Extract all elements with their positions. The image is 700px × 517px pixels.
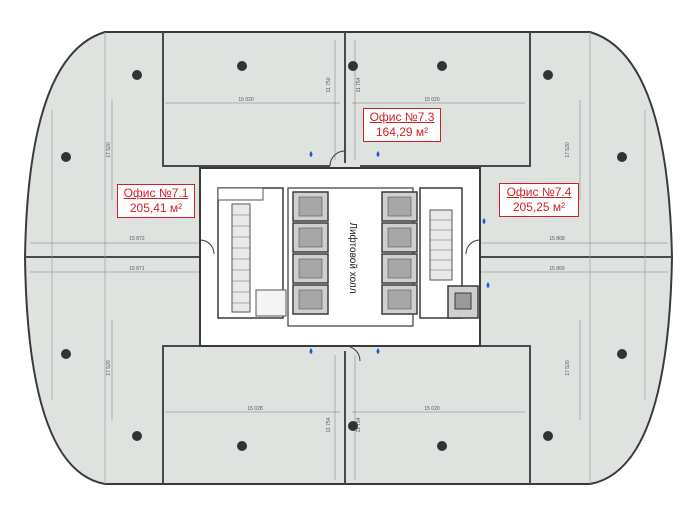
elevators [292, 191, 418, 315]
dim-bottom-left: 15 028 [247, 406, 263, 412]
dim-left-b: 15 871 [129, 266, 145, 272]
dim-bottom-center-left: 11 754 [326, 417, 332, 432]
office-area: 205,41 м² [129, 201, 183, 215]
dim-bottom-center-right: 11 754 [356, 417, 362, 432]
door-openings [199, 150, 481, 362]
lift-hall-label: Лифтовой холл [347, 222, 359, 293]
dim-bottom-right: 15 020 [424, 406, 440, 412]
dimension-labels: 15 020 15 020 15 028 15 020 15 872 15 87… [106, 77, 571, 432]
dim-right-b: 15 869 [549, 266, 565, 272]
elevator-car [381, 191, 418, 222]
office-label-7-3[interactable]: Офис №7.3 164,29 м² [363, 108, 441, 142]
office-area: 164,29 м² [375, 125, 429, 139]
elevator-car [292, 253, 329, 284]
building-core [199, 167, 481, 347]
elevator-car [381, 253, 418, 284]
elevator-car [381, 222, 418, 253]
structural-columns [61, 61, 627, 451]
elevator-car [381, 284, 418, 315]
dim-top-center-right: 11 754 [356, 77, 362, 92]
office-label-7-1[interactable]: Офис №7.1 205,41 м² [117, 184, 195, 218]
office-name: Офис №7.3 [369, 110, 435, 124]
elevator-car [292, 191, 329, 222]
elevator-car [292, 284, 329, 315]
dim-left-upper: 17 520 [106, 142, 112, 158]
elevator-car [292, 222, 329, 253]
office-name: Офис №7.4 [506, 185, 572, 199]
office-area: 205,25 м² [512, 200, 566, 214]
dim-left-lower: 17 520 [106, 360, 112, 376]
dim-top-left: 15 020 [238, 97, 254, 103]
dim-left-a: 15 872 [129, 236, 145, 242]
curtain-wall-ribs [51, 32, 646, 484]
dim-right-a: 15 868 [549, 236, 565, 242]
office-name: Офис №7.1 [123, 186, 189, 200]
dim-right-upper: 17 520 [565, 142, 571, 158]
dim-top-center-left: 11 750 [326, 77, 332, 92]
dim-top-right: 15 020 [424, 97, 440, 103]
dim-right-lower: 17 520 [565, 360, 571, 376]
office-label-7-4[interactable]: Офис №7.4 205,25 м² [499, 183, 579, 217]
dimension-lines [30, 40, 668, 480]
